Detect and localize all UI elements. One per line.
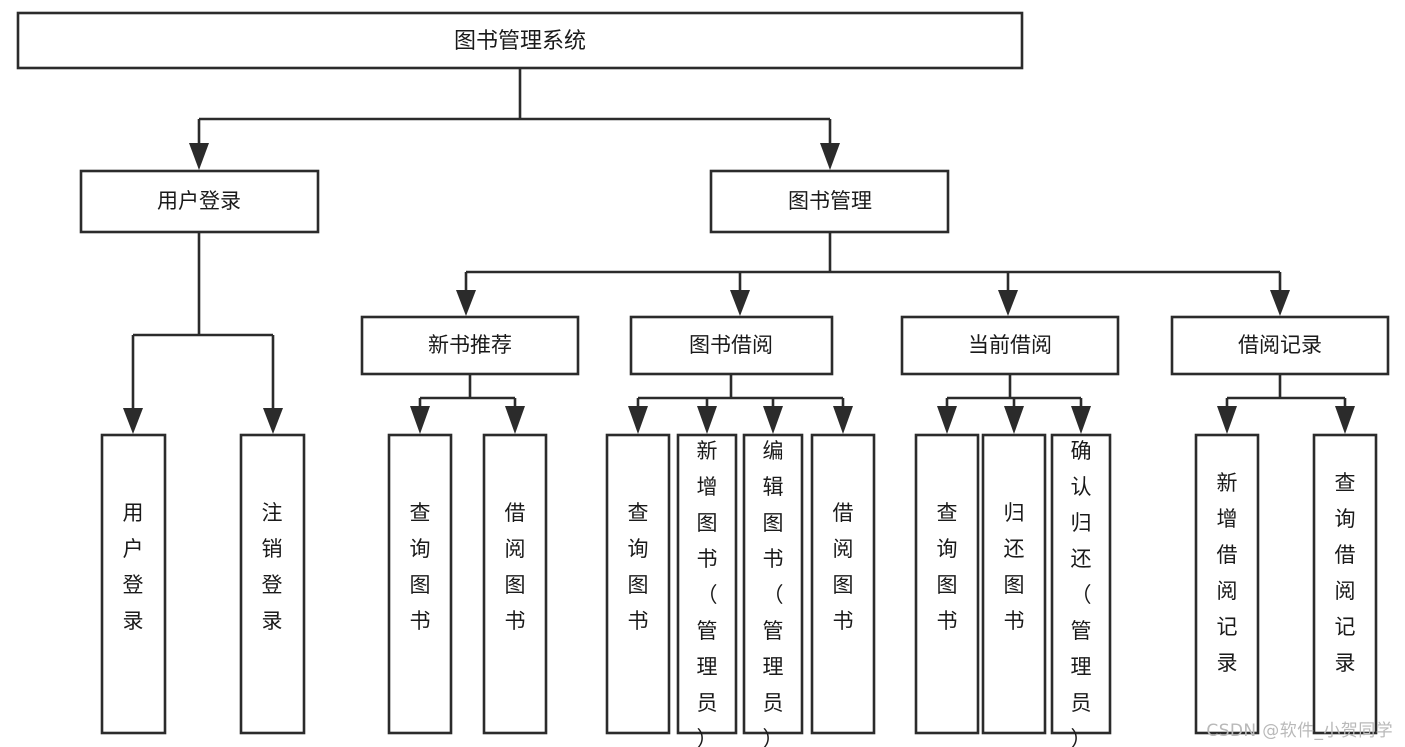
leaf-node-query-book-2[interactable]: 查询图书 xyxy=(605,433,671,735)
leaf-node-confirm-return-label: 确认归还（管理员） xyxy=(1071,439,1092,747)
node-borrow-record-label: 借阅记录 xyxy=(1238,333,1322,357)
leaf-node-user-login-box[interactable] xyxy=(100,433,167,735)
node-book-management-box[interactable] xyxy=(709,169,950,234)
node-book-borrow[interactable]: 图书借阅 xyxy=(629,315,834,376)
node-root-label: 图书管理系统 xyxy=(454,29,586,54)
leaf-node-add-record[interactable]: 新增借阅记录 xyxy=(1194,433,1260,735)
leaf-node-user-login[interactable]: 用户登录 xyxy=(100,433,167,735)
leaf-node-edit-book-label: 编辑图书（管理员） xyxy=(763,439,784,747)
arrow-head-book-borrow xyxy=(730,290,750,316)
arrow-head-user-login xyxy=(189,143,209,170)
node-new-book-recommend[interactable]: 新书推荐 xyxy=(360,315,580,376)
arrow-head-leaf-logout xyxy=(263,408,283,434)
leaf-node-query-book-2-label: 查询图书 xyxy=(628,501,649,633)
arrow-head-leaf-borrow-book-1 xyxy=(505,406,525,434)
connector-group-user-login-children xyxy=(123,232,283,434)
leaf-node-query-book-2-box[interactable] xyxy=(605,433,671,735)
arrow-head-book-mgmt xyxy=(820,143,840,170)
node-book-management-label: 图书管理 xyxy=(788,189,872,213)
connector-group-book-mgmt-children xyxy=(456,232,1290,316)
connector-group-root-to-level2 xyxy=(189,68,840,170)
node-root-box[interactable] xyxy=(16,11,1024,70)
leaf-node-borrow-book-1[interactable]: 借阅图书 xyxy=(482,433,548,735)
leaf-node-return-book-label: 归还图书 xyxy=(1004,501,1025,633)
node-new-book-recommend-box[interactable] xyxy=(360,315,580,376)
leaf-node-add-record-label: 新增借阅记录 xyxy=(1217,471,1238,675)
leaf-node-edit-book[interactable]: 编辑图书（管理员） xyxy=(742,433,804,747)
node-new-book-recommend-label: 新书推荐 xyxy=(428,333,512,357)
arrow-head-leaf-add-book xyxy=(697,406,717,434)
arrow-head-leaf-query-book-1 xyxy=(410,406,430,434)
leaf-node-logout[interactable]: 注销登录 xyxy=(239,433,306,735)
connector-group-book-borrow-children xyxy=(628,374,853,434)
leaf-node-logout-label: 注销登录 xyxy=(262,501,283,633)
leaf-node-return-book[interactable]: 归还图书 xyxy=(981,433,1047,735)
node-user-login-box[interactable] xyxy=(79,169,320,234)
leaf-node-add-book-box[interactable] xyxy=(676,433,738,735)
leaf-node-query-book-1-label: 查询图书 xyxy=(410,501,431,633)
arrow-head-borrow-record xyxy=(1270,290,1290,316)
arrow-head-current-borrow xyxy=(998,290,1018,316)
arrow-head-leaf-user-login xyxy=(123,408,143,434)
leaf-node-query-book-1[interactable]: 查询图书 xyxy=(387,433,453,735)
node-current-borrow-label: 当前借阅 xyxy=(968,333,1052,357)
node-borrow-record[interactable]: 借阅记录 xyxy=(1170,315,1390,376)
leaf-node-query-record-label: 查询借阅记录 xyxy=(1335,471,1356,675)
connector-group-borrow-record-children xyxy=(1217,374,1355,434)
connector-group-new-book-children xyxy=(410,374,525,434)
node-book-borrow-label: 图书借阅 xyxy=(689,333,773,357)
arrow-head-leaf-query-book-2 xyxy=(628,406,648,434)
leaf-node-query-book-3-label: 查询图书 xyxy=(937,501,958,633)
node-book-borrow-box[interactable] xyxy=(629,315,834,376)
node-user-login[interactable]: 用户登录 xyxy=(79,169,320,234)
leaf-node-return-book-box[interactable] xyxy=(981,433,1047,735)
node-borrow-record-box[interactable] xyxy=(1170,315,1390,376)
leaf-node-borrow-book-1-label: 借阅图书 xyxy=(505,501,526,633)
node-current-borrow[interactable]: 当前借阅 xyxy=(900,315,1120,376)
arrow-head-leaf-confirm-return xyxy=(1071,406,1091,434)
leaf-node-borrow-book-1-box[interactable] xyxy=(482,433,548,735)
leaf-node-logout-box[interactable] xyxy=(239,433,306,735)
node-user-login-label: 用户登录 xyxy=(157,189,241,213)
leaf-node-confirm-return[interactable]: 确认归还（管理员） xyxy=(1050,433,1112,747)
node-current-borrow-box[interactable] xyxy=(900,315,1120,376)
leaf-node-borrow-book-2[interactable]: 借阅图书 xyxy=(810,433,876,735)
leaf-node-query-book-3-box[interactable] xyxy=(914,433,980,735)
leaf-node-add-book[interactable]: 新增图书（管理员） xyxy=(676,433,738,747)
leaf-node-query-record-box[interactable] xyxy=(1312,433,1378,735)
leaf-node-borrow-book-2-label: 借阅图书 xyxy=(833,501,854,633)
arrow-head-leaf-query-book-3 xyxy=(937,406,957,434)
arrow-head-leaf-query-record xyxy=(1335,406,1355,434)
leaf-node-borrow-book-2-box[interactable] xyxy=(810,433,876,735)
arrow-head-leaf-add-record xyxy=(1217,406,1237,434)
leaf-node-add-book-label: 新增图书（管理员） xyxy=(697,439,718,747)
leaf-node-query-book-3[interactable]: 查询图书 xyxy=(914,433,980,735)
leaf-node-query-record[interactable]: 查询借阅记录 xyxy=(1312,433,1378,735)
node-book-management[interactable]: 图书管理 xyxy=(709,169,950,234)
leaf-node-add-record-box[interactable] xyxy=(1194,433,1260,735)
arrow-head-leaf-edit-book xyxy=(763,406,783,434)
leaf-node-confirm-return-box[interactable] xyxy=(1050,433,1112,735)
arrow-head-leaf-borrow-book-2 xyxy=(833,406,853,434)
connector-group-current-borrow-children xyxy=(937,374,1091,434)
arrow-head-new-book xyxy=(456,290,476,316)
node-root[interactable]: 图书管理系统 xyxy=(16,11,1024,70)
arrow-head-leaf-return-book xyxy=(1004,406,1024,434)
leaf-node-query-book-1-box[interactable] xyxy=(387,433,453,735)
leaf-node-user-login-label: 用户登录 xyxy=(123,501,144,633)
leaf-node-edit-book-box[interactable] xyxy=(742,433,804,735)
